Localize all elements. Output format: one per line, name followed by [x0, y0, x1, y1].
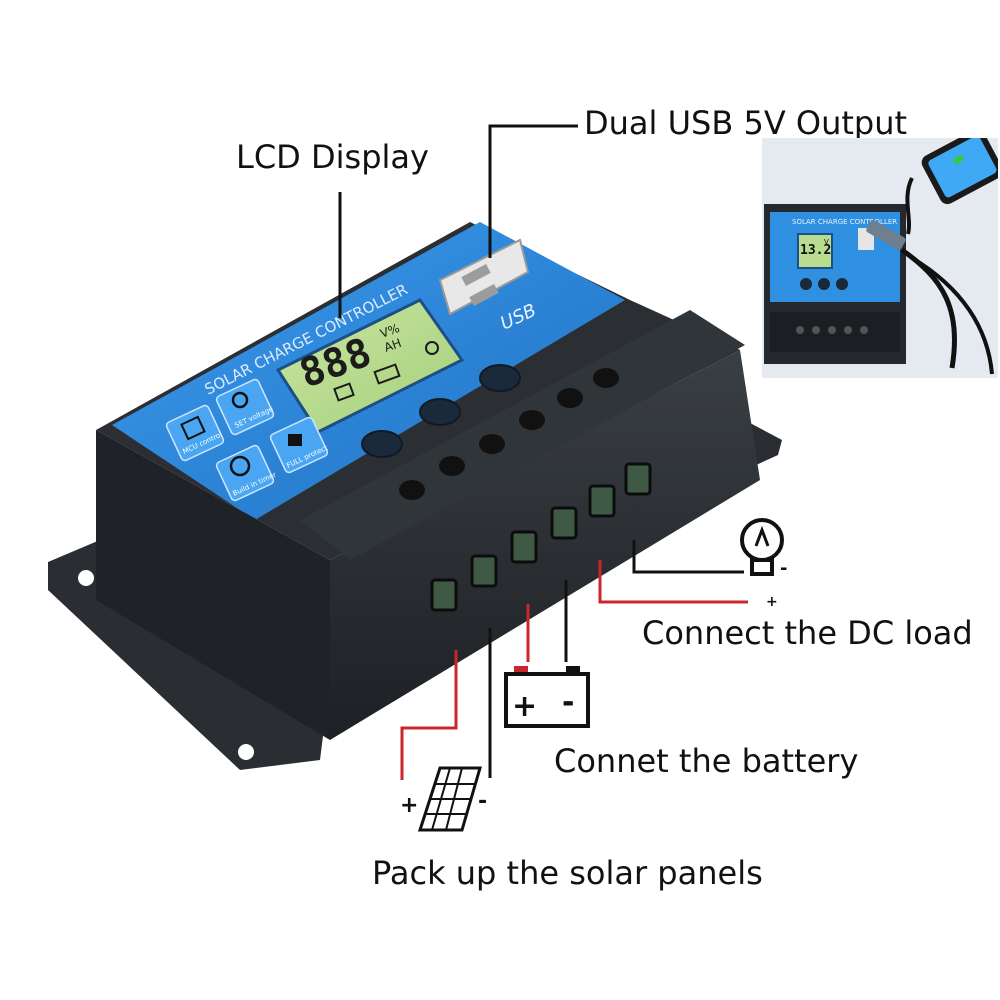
lcd-units-top: V% [378, 321, 401, 341]
feature-tile-mcu: MCU control [165, 404, 225, 462]
usb-port-icon [469, 284, 499, 306]
usb-port-icon [461, 264, 491, 286]
battery-label: Connet the battery [554, 742, 859, 780]
load-negative-wire [632, 540, 744, 574]
phone-icon [921, 138, 998, 205]
inset-brand-text: SOLAR CHARGE CONTROLLER [792, 218, 897, 226]
lcd-units-bottom: AH [382, 336, 403, 355]
inset-lcd-reading: 13.2 [800, 243, 831, 258]
lcd-display-label: LCD Display [236, 138, 429, 176]
load-plus-sign: + [766, 594, 778, 610]
load-positive-wire [598, 560, 748, 604]
inset-lcd [797, 233, 833, 269]
inset-illustration: SOLAR CHARGE CONTROLLER 13.2 V [762, 138, 998, 378]
usb-cable-icon [866, 177, 994, 375]
dc-load-label: Connect the DC load [642, 614, 973, 652]
terminal-blocks [430, 462, 652, 612]
menu-button[interactable] [361, 430, 403, 458]
lcd-battery-icon [373, 363, 401, 385]
inset-button [818, 278, 830, 290]
lcd-screen: 888 V% AH [275, 298, 465, 434]
terminal-screws [399, 368, 619, 500]
usb-callout-line [488, 124, 578, 258]
up-button[interactable] [419, 398, 461, 426]
lcd-solar-panel-icon [333, 382, 355, 402]
inset-button [836, 278, 848, 290]
battery-icon [504, 666, 590, 728]
down-button[interactable] [479, 364, 521, 392]
solar-panels-label: Pack up the solar panels [372, 854, 763, 892]
battery-plus-sign: + [512, 689, 537, 724]
solar-minus-sign: - [478, 789, 487, 814]
usb-output-label: Dual USB 5V Output [584, 104, 908, 142]
feature-tile-set: SET voltage [215, 378, 274, 436]
load-minus-sign: - [780, 558, 787, 579]
light-bulb-icon [740, 518, 784, 576]
chip-icon [180, 415, 206, 441]
mounting-hole-icon [78, 570, 94, 586]
lcd-bulb-icon [425, 341, 439, 355]
mounting-hole-icon [238, 744, 254, 760]
lock-icon [288, 434, 302, 446]
battery-minus-sign: - [562, 685, 574, 720]
inset-button [800, 278, 812, 290]
inset-lcd-unit: V [824, 238, 829, 246]
usb-charging-inset: SOLAR CHARGE CONTROLLER 13.2 V [762, 138, 998, 378]
gear-icon [231, 391, 249, 409]
solar-panel-icon [417, 766, 482, 832]
clock-icon [229, 455, 251, 477]
solar-plus-sign: + [400, 793, 418, 818]
solar-positive-wire [400, 650, 458, 780]
